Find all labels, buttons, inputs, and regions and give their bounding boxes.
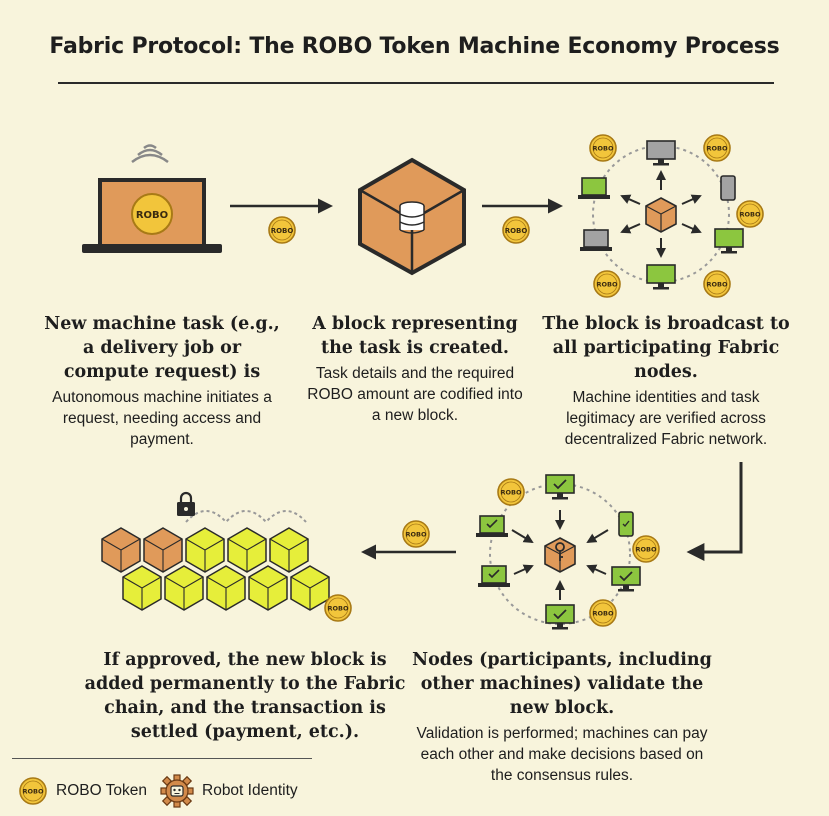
svg-text:ROBO: ROBO [739,211,760,219]
svg-text:ROBO: ROBO [706,145,727,153]
svg-text:ROBO: ROBO [500,489,521,497]
step-3-description: Machine identities and task legitimacy a… [564,389,768,448]
step-5-heading: If approved, the new block is added perm… [84,650,406,742]
network-broadcast-icon: ROBO ROBO ROBO ROBO ROBO [577,134,764,298]
legend-token: ROBO ROBO Token [18,776,147,806]
page-title: Fabric Protocol: The ROBO Token Machine … [49,34,780,59]
svg-text:ROBO: ROBO [635,546,656,554]
robo-token-icon: ROBO [19,777,47,805]
step-1-text: New machine task (e.g., a delivery job o… [40,312,284,450]
step-2-description: Task details and the required ROBO amoun… [307,365,523,424]
svg-text:ROBO: ROBO [405,531,426,539]
step-2-heading: A block representing the task is created… [312,314,518,358]
svg-text:ROBO: ROBO [706,281,727,289]
svg-text:ROBO: ROBO [592,610,613,618]
step-1-heading: New machine task (e.g., a delivery job o… [44,314,280,382]
svg-text:ROBO: ROBO [271,227,294,235]
svg-text:ROBO: ROBO [596,281,617,289]
step-2-text: A block representing the task is created… [302,312,528,426]
svg-text:ROBO: ROBO [327,605,348,613]
svg-text:ROBO: ROBO [22,788,43,796]
flow-arrow-1: ROBO [230,198,333,244]
svg-text:ROBO: ROBO [592,145,613,153]
step-3-heading: The block is broadcast to all participat… [542,314,790,382]
step-4-description: Validation is performed; machines can pa… [416,725,708,784]
svg-text:ROBO: ROBO [505,227,528,235]
legend-identity-label: Robot Identity [202,782,298,799]
flow-arrow-4: ROBO [361,520,456,560]
step-4-heading: Nodes (participants, including other mac… [412,650,712,718]
legend-token-label: ROBO Token [56,782,148,799]
step-1-description: Autonomous machine initiates a request, … [52,389,272,448]
legend: ROBO ROBO Token Robot Identity [18,772,318,808]
laptop-icon: ROBO [82,144,222,253]
block-cube-icon [358,157,466,276]
network-validate-icon: ROBO ROBO ROBO [475,474,660,631]
title-divider [58,82,774,84]
legend-identity: Robot Identity [160,774,298,808]
svg-text:ROBO: ROBO [136,210,168,221]
step-4-text: Nodes (participants, including other mac… [412,648,712,786]
flow-arrow-3 [686,462,743,561]
step-3-text: The block is broadcast to all participat… [540,312,792,450]
flow-arrow-2: ROBO [482,198,563,244]
robot-identity-icon [160,774,194,808]
blockchain-icon: ROBO [101,491,352,622]
step-5-text: If approved, the new block is added perm… [82,648,408,744]
legend-divider [12,758,312,759]
